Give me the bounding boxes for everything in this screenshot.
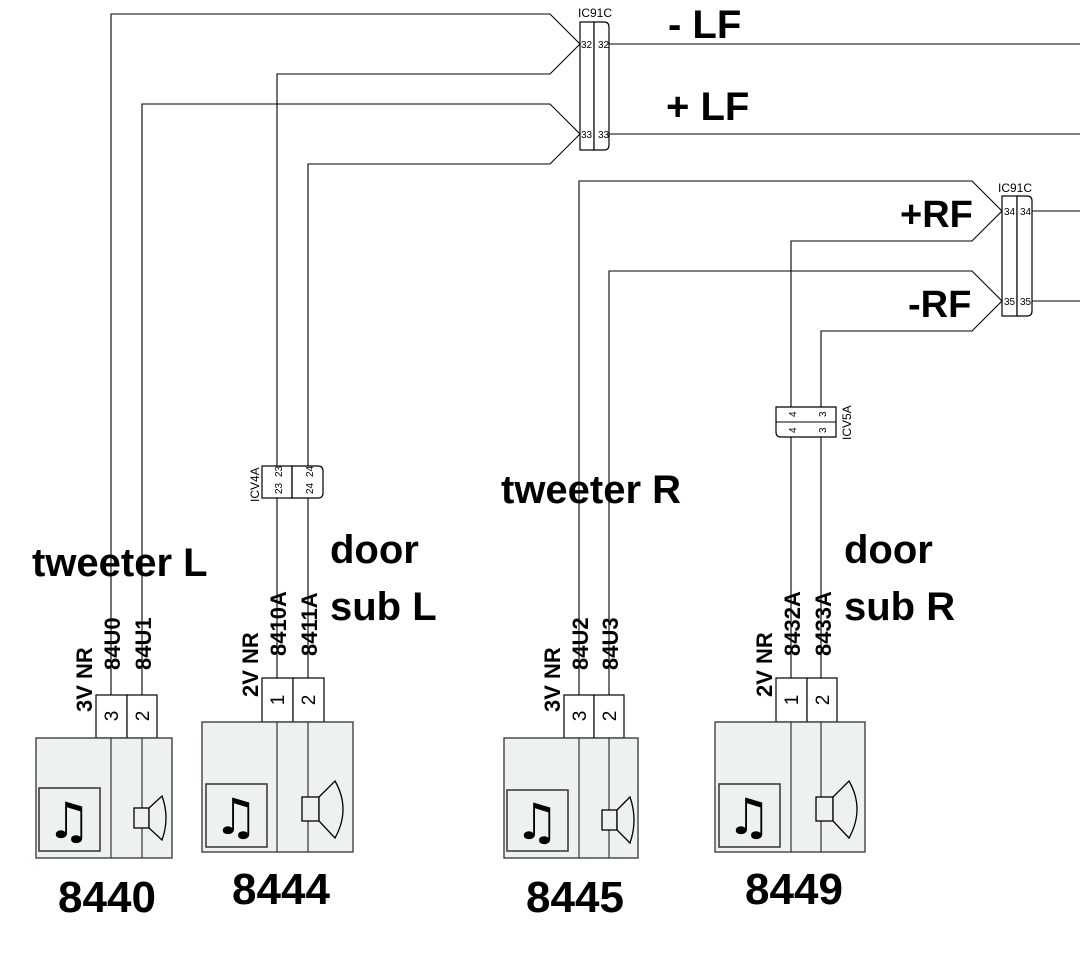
icv4a-pin: 24 xyxy=(305,482,316,494)
icv4a-pin: 24 xyxy=(305,465,316,477)
ic91c-right-pin: 34 xyxy=(1020,207,1032,218)
device-number: 8440 xyxy=(58,873,156,922)
device-number: 8444 xyxy=(232,865,330,914)
device-8444: 2V NR 8410A 8411A 1 2 ♫ 8444 xyxy=(201,591,354,914)
label-door-r-line1: door xyxy=(844,528,933,572)
connector-type-label: 3V NR xyxy=(540,647,565,712)
wire-8432A xyxy=(790,210,1003,678)
device-number: 8445 xyxy=(526,873,624,922)
pin-number: 1 xyxy=(268,695,289,706)
pin-number: 2 xyxy=(299,695,320,706)
wire-id-label: 8432A xyxy=(780,591,805,656)
wire-id-label: 84U1 xyxy=(131,617,156,670)
pin-number: 1 xyxy=(782,695,803,706)
icv4a-pin: 23 xyxy=(274,465,285,477)
icv4a-left-half xyxy=(261,465,293,499)
svg-text:♫: ♫ xyxy=(515,793,560,851)
wire-id-label: 84U3 xyxy=(598,617,623,670)
label-door-l-line2: sub L xyxy=(330,585,437,629)
wire-id-label: 8433A xyxy=(811,591,836,656)
pin-number: 2 xyxy=(813,695,834,706)
signal-minus-rf: -RF xyxy=(908,284,971,326)
icv5a-pin: 4 xyxy=(788,427,799,433)
pin-box xyxy=(95,694,128,739)
svg-text:♫: ♫ xyxy=(727,788,772,846)
icv4a-label: ICV4A xyxy=(248,467,262,502)
pin-number: 3 xyxy=(102,711,123,722)
music-note-icon: ♫ xyxy=(506,789,569,852)
pin-box xyxy=(292,677,325,723)
wire-8410A xyxy=(276,43,581,678)
svg-text:♫: ♫ xyxy=(214,788,259,846)
speaker-icon xyxy=(301,779,344,840)
wire-id-label: 8410A xyxy=(266,591,291,656)
pin-box xyxy=(126,694,158,739)
label-tweeter-r: tweeter R xyxy=(501,468,681,512)
label-door-r-line2: sub R xyxy=(844,585,955,629)
ic91c-right-right-half xyxy=(1016,195,1033,317)
icv4a-pin: 23 xyxy=(274,482,285,494)
connector-type-label: 2V NR xyxy=(238,632,263,697)
device-8440: 3V NR 84U0 84U1 3 2 ♫ 8440 xyxy=(35,617,173,922)
device-8449: 2V NR 8432A 8433A 1 2 ♫ 8449 xyxy=(714,591,866,914)
connector-icv5a: ICV5A 4 3 4 3 xyxy=(775,405,854,440)
wire-id-label: 8411A xyxy=(297,592,322,656)
icv5a-pin: 3 xyxy=(818,411,829,417)
ic91c-right-pin: 35 xyxy=(1004,297,1016,308)
connector-ic91c-right: IC91C 34 34 35 35 xyxy=(998,181,1033,317)
wire-84U1 xyxy=(141,103,581,695)
icv5a-pin: 4 xyxy=(788,411,799,417)
icv5a-label: ICV5A xyxy=(840,405,854,440)
music-note-icon: ♫ xyxy=(718,783,781,848)
connector-type-label: 2V NR xyxy=(752,632,777,697)
signal-plus-rf: +RF xyxy=(900,194,973,236)
pin-number: 2 xyxy=(600,711,621,722)
connector-ic91c-top: IC91C 32 32 33 33 xyxy=(578,6,612,151)
music-note-icon: ♫ xyxy=(205,783,268,848)
ic91c-top-right-half xyxy=(593,21,610,151)
icv4a-right-half xyxy=(291,465,324,499)
signal-minus-lf: - LF xyxy=(668,3,741,47)
ic91c-right-pin: 35 xyxy=(1020,297,1032,308)
ic91c-top-pin: 33 xyxy=(581,130,593,141)
connector-type-label: 3V NR xyxy=(72,647,97,712)
icv5a-pin: 3 xyxy=(818,427,829,433)
ic91c-top-pin: 32 xyxy=(581,40,593,51)
wire-8411A xyxy=(307,133,581,678)
wires xyxy=(110,13,1080,695)
label-tweeter-l: tweeter L xyxy=(32,541,208,585)
speaker-icon xyxy=(815,779,858,840)
wire-id-label: 84U0 xyxy=(100,617,125,670)
label-door-l-line1: door xyxy=(330,528,419,572)
wire-8433A xyxy=(820,300,1003,678)
pin-box xyxy=(563,694,595,739)
pin-number: 2 xyxy=(133,711,154,722)
svg-text:♫: ♫ xyxy=(47,792,92,850)
connector-icv4a: ICV4A 23 23 24 24 xyxy=(248,465,324,502)
ic91c-top-label: IC91C xyxy=(578,6,612,20)
wire-id-label: 84U2 xyxy=(568,617,593,670)
music-note-icon: ♫ xyxy=(38,787,101,852)
ic91c-right-label: IC91C xyxy=(998,181,1032,195)
pin-number: 3 xyxy=(570,711,591,722)
device-8445: 3V NR 84U2 84U3 3 2 ♫ 8445 xyxy=(503,617,639,922)
signal-plus-lf: + LF xyxy=(666,85,749,129)
speaker-icon xyxy=(133,794,167,842)
speaker-icon xyxy=(601,795,635,845)
wire-84U2 xyxy=(578,180,1003,695)
ic91c-top-pin: 33 xyxy=(598,130,610,141)
ic91c-top-pin: 32 xyxy=(598,40,610,51)
device-number: 8449 xyxy=(745,865,843,914)
wire-84U0 xyxy=(110,13,581,695)
ic91c-right-pin: 34 xyxy=(1004,207,1016,218)
wire-84U3 xyxy=(608,270,1003,695)
